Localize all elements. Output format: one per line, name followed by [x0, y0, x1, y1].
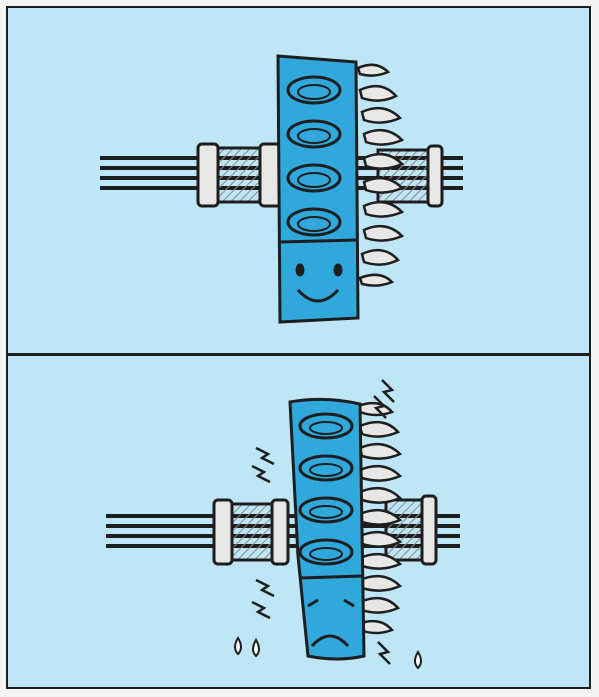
zap-icon — [251, 379, 395, 665]
bushing-icon — [212, 498, 290, 566]
bushing-icon — [196, 142, 284, 208]
spring-coil-icon — [356, 63, 405, 287]
happy-assembly-illustration — [100, 54, 463, 324]
face-icon — [295, 263, 343, 303]
hub-icon — [384, 494, 438, 566]
hub-icon — [376, 144, 444, 208]
panel-distressed — [8, 356, 589, 687]
blue-seal-icon — [276, 54, 360, 324]
distressed-assembly-illustration — [106, 379, 460, 670]
illustration-frame — [6, 6, 591, 689]
face-icon — [307, 598, 355, 648]
drop-icon — [234, 636, 422, 670]
blue-seal-icon — [288, 397, 366, 661]
panel-happy — [8, 8, 589, 356]
